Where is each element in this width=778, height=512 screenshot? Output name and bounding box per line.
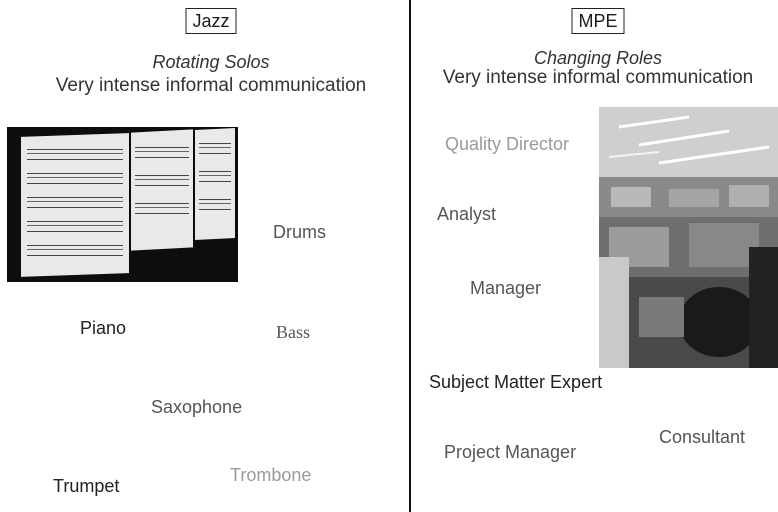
role-trumpet: Trumpet <box>53 476 120 496</box>
role-piano: Piano <box>80 318 127 338</box>
role-trombone: Trombone <box>230 465 312 485</box>
role-analyst: Analyst <box>437 204 497 224</box>
jazz-caption: Very intense informal communication <box>55 75 367 96</box>
role-manager: Manager <box>470 278 542 298</box>
sheet-music-photo <box>7 127 238 282</box>
role-drums: Drums <box>273 222 326 242</box>
role-quality-director: Quality Director <box>445 134 570 154</box>
role-consultant: Consultant <box>659 427 746 447</box>
panel-divider <box>409 0 411 512</box>
mpe-heading: MPE <box>571 8 625 34</box>
office-photo <box>599 107 778 368</box>
jazz-subtitle: Rotating Solos <box>152 52 270 72</box>
mpe-subtitle: Changing Roles <box>533 48 663 68</box>
role-bass: Bass <box>276 322 311 342</box>
mpe-caption: Very intense informal communication <box>442 67 754 88</box>
role-project-manager: Project Manager <box>444 442 577 462</box>
role-subject-matter-expert: Subject Matter Expert <box>429 372 603 392</box>
jazz-heading: Jazz <box>185 8 237 34</box>
role-saxophone: Saxophone <box>151 397 243 417</box>
